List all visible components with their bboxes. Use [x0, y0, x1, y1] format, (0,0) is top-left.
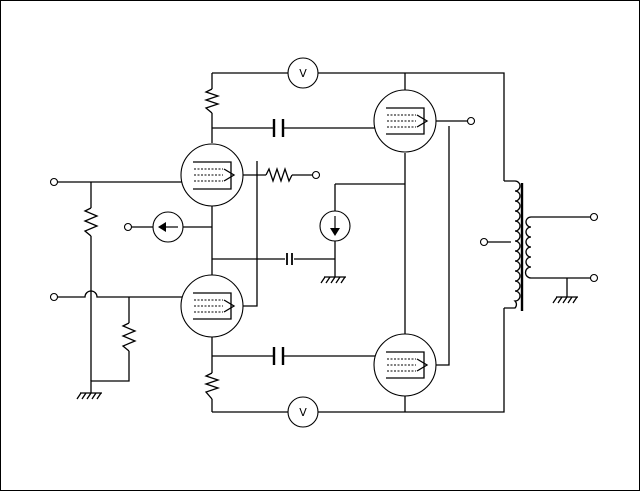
- tube-left-upper: [180, 143, 244, 207]
- output-transformer: [504, 180, 532, 311]
- voltmeter-bottom: V: [287, 396, 319, 428]
- screen-terminal-right-tube: [466, 116, 476, 126]
- input-terminal-bottom: [49, 292, 59, 302]
- speaker-terminal-top: [589, 212, 599, 222]
- bias-terminal-left: [123, 222, 133, 232]
- tube-left-lower: [180, 274, 244, 338]
- ammeter-left: [152, 211, 184, 243]
- resistor-bottom-left: [203, 372, 221, 400]
- voltmeter-top-label: V: [299, 67, 307, 80]
- ground-symbol-left: [76, 392, 102, 400]
- voltmeter-bottom-label: V: [299, 406, 307, 419]
- ground-symbol-right: [552, 296, 578, 304]
- ground-symbol-center: [320, 276, 346, 284]
- tube-right-upper: [373, 89, 437, 153]
- resistor-input-top: [83, 207, 99, 237]
- terminals: [49, 116, 599, 302]
- capacitor-middle: [286, 253, 293, 265]
- resistor-output-left-tube: [265, 166, 293, 184]
- speaker-terminal-bottom: [589, 273, 599, 283]
- capacitor-top: [272, 119, 285, 137]
- input-terminal-top: [49, 177, 59, 187]
- resistor-top-left: [203, 88, 221, 114]
- voltmeter-top: V: [287, 57, 319, 89]
- transformer-center-tap-terminal: [479, 237, 489, 247]
- tube-right-lower: [373, 333, 437, 397]
- wiring: [57, 72, 591, 413]
- ammeter-right: [319, 210, 351, 242]
- capacitor-bottom: [272, 347, 285, 365]
- output-terminal-left-tube: [311, 170, 321, 180]
- resistor-input-bottom: [121, 322, 137, 352]
